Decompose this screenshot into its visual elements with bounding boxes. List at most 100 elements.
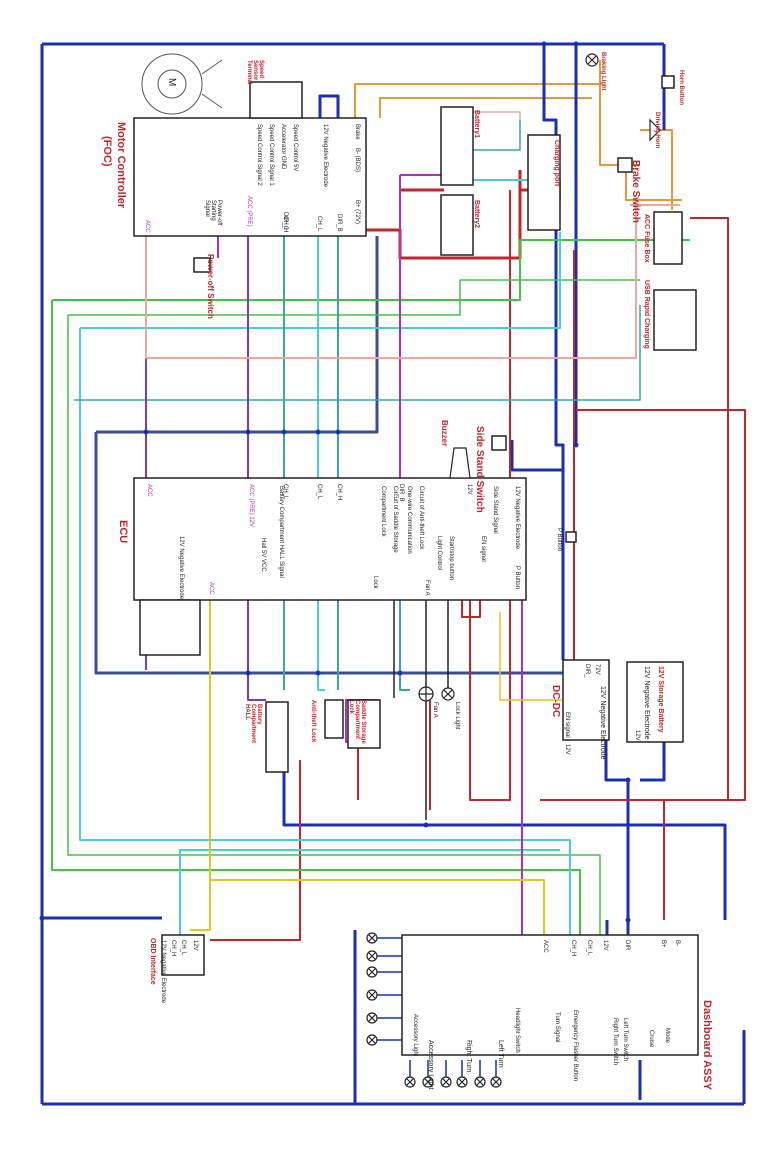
teal-c [74, 305, 641, 401]
mc-pin-12: DIR_C [282, 212, 288, 231]
black-fan [425, 590, 449, 820]
teal-ecu [283, 236, 339, 690]
dash-label-5: Left Turn Switch [622, 1018, 628, 1062]
blue-bottom-dash [353, 930, 746, 1104]
power-off-switch-title: Power-off Switch [206, 254, 215, 319]
dash-lamp-7-icon [404, 1076, 416, 1088]
obd-pin-1: 12V [192, 940, 198, 951]
ecu-pin-7: Start/stop button [448, 536, 454, 581]
dash-lamp-8-icon [422, 1076, 434, 1088]
anti-theft-lock-title: Anti-theft Lock [310, 700, 316, 743]
obd-pin-4: 12V Negative Electrode [160, 940, 166, 1004]
usb-charging-title: USB Rapid Charging [643, 280, 650, 349]
ecu-top-pin-3: CH_L [282, 484, 288, 500]
dash-lamp-5-icon [366, 1012, 378, 1024]
dcdc-pin-2: DIR_ [584, 664, 590, 678]
mc-pin-10: CH_L [316, 216, 322, 232]
ecu-box [133, 477, 527, 601]
side-stand-box [491, 435, 507, 451]
teal-top [470, 120, 521, 151]
speed-sensor-box [249, 81, 303, 119]
dash-lamp-4-icon [366, 989, 378, 1001]
lock-light-title: Lock Light [454, 702, 460, 730]
right-turn-label: Right Turn [465, 1040, 472, 1073]
mc-pin-7: B- (BDS) [354, 148, 360, 172]
mc-pin-8: B+ (72V) [354, 200, 360, 224]
yellow-hall [190, 590, 545, 935]
dashboard-box [401, 934, 699, 1056]
buzzer-icon [449, 447, 471, 479]
left-bus [42, 916, 355, 1106]
blue-ecu-left [94, 236, 568, 675]
mc-pin-5: 12V Negative Electrode [322, 124, 328, 188]
left-turn-label: Left Turn [497, 1040, 504, 1068]
motor-controller-subtitle: (FOC) [101, 136, 113, 167]
dash-pin-2: CH_H [570, 940, 576, 957]
power-off-box [193, 257, 211, 273]
dash-lamp-11-icon [474, 1076, 486, 1088]
mc-pin-1: Speed Control Signal 2 [256, 124, 262, 186]
speed-sensor-title: Speed Sensor Terminal [246, 60, 264, 85]
horn-button-box [661, 75, 675, 89]
dash-label-6: Right Turn Switch [612, 1018, 618, 1066]
dash-lamp-9-icon [440, 1076, 452, 1088]
ecu-top-pin-1: ACC [146, 484, 152, 497]
brake-switch-title: Brake Switch [630, 160, 641, 223]
cyan-ch [79, 232, 571, 935]
ecu-pin-2: Side Stand Signal [492, 486, 498, 534]
red-ecu-fan [461, 592, 481, 618]
p-button-title: P Button [556, 528, 562, 551]
storage-battery-title: 12V Storage Battery [657, 666, 664, 733]
dash-label-8: Cruise [648, 1030, 654, 1048]
dash-label-7: Mode [664, 1028, 670, 1044]
ecu-pin-5: Fan A [424, 580, 430, 596]
obd-pin-2: CH_L [180, 940, 186, 956]
motor-controller-title: Motor Controller [115, 122, 127, 209]
storage-battery-pin-1: 12V Negative Electrode [643, 666, 650, 740]
battery2-title: Battery2 [473, 200, 480, 229]
blue-main [542, 44, 666, 660]
fan-icon [418, 686, 434, 702]
mc-pin-6: Brake [354, 124, 360, 140]
dash-lamp-2-icon [366, 950, 378, 962]
dash-lamp-12-icon [490, 1076, 502, 1088]
ecu-pin-16: ACC [208, 582, 214, 595]
motor-icon [141, 53, 223, 115]
green-ch2 [67, 279, 640, 935]
red-storage [540, 217, 729, 801]
controller-neg-wire [318, 94, 340, 118]
ecu-top-pin-5: CH_H [336, 484, 342, 501]
battery-hall-title: Battery Compartment HALL [244, 704, 262, 744]
ecu-top-pin-2: ACC (PRE) 12V [248, 484, 254, 528]
mc-pin-3: Accelerator GND [280, 124, 286, 170]
acc-fuse-box-title: ACC Fuse Box [643, 214, 650, 263]
dash-lamp-leads [374, 937, 497, 1080]
cyan-obd [179, 849, 560, 940]
obd-title: OBD Interface [149, 938, 156, 985]
yellow-storage [499, 612, 592, 701]
lamps [366, 53, 661, 1088]
ecu-pin-10: One-wire Communication [406, 486, 412, 554]
ecu-pin-1: 12V Negative Electrode [514, 486, 520, 550]
dash-lamp-3-icon [366, 966, 378, 978]
mc-pin-4: Speed Control 5V [292, 124, 298, 172]
ecu-pin-13: Battery Compartment HALL Signal [278, 486, 284, 578]
pink-acc [145, 204, 680, 359]
dcdc-pin-4: EN signal [564, 712, 570, 738]
battery2-box [440, 194, 474, 256]
dcdc-pin-1: 72V [594, 664, 600, 675]
ecu-pin-12: Lock [372, 576, 378, 589]
anti-theft-box [324, 699, 344, 739]
frame-wire [40, 42, 746, 1106]
obd-pin-3: CH_H [170, 940, 176, 957]
usb-box [653, 289, 697, 351]
mc-pin-13: ACC (PRE) [246, 196, 252, 227]
driving-horn-title: Driving Horn [654, 112, 660, 149]
horn-icon [649, 118, 661, 142]
junction-dots [39, 41, 631, 923]
mc-pin-15: ACC [144, 220, 150, 233]
ecu-pin-3: EN signal [480, 536, 486, 562]
hall-box [265, 701, 289, 773]
acc-fuse-box [653, 211, 683, 265]
brake-switch-box [617, 157, 633, 173]
